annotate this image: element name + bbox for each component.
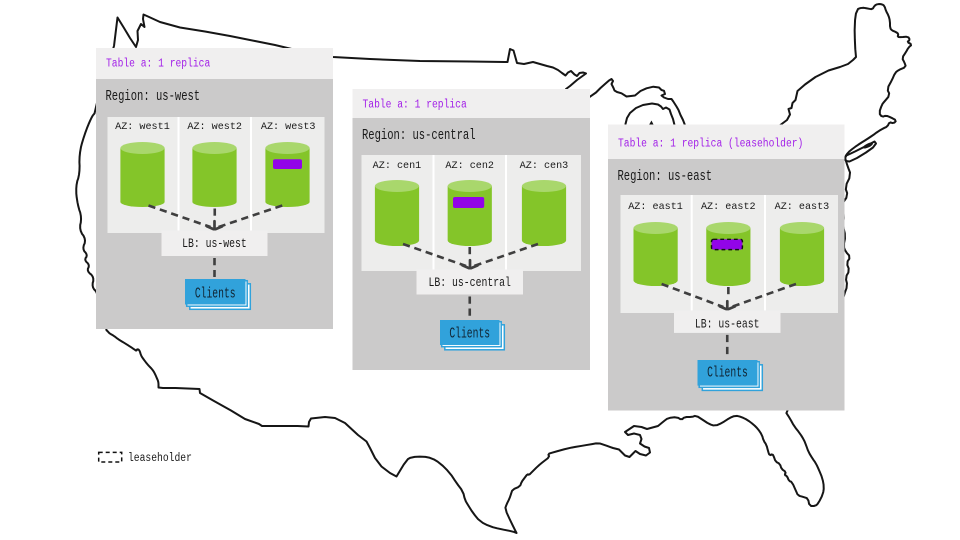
- svg-text:Region: us-east: Region: us-east: [618, 167, 713, 184]
- svg-text:Table a: 1 replica: Table a: 1 replica: [362, 99, 467, 112]
- svg-text:LB: us-central: LB: us-central: [429, 276, 511, 291]
- svg-text:AZ: west2: AZ: west2: [187, 121, 242, 133]
- svg-text:Clients: Clients: [195, 286, 236, 302]
- svg-text:Clients: Clients: [449, 326, 490, 342]
- svg-text:AZ: east1: AZ: east1: [628, 201, 683, 213]
- svg-text:Table a: 1 replica: Table a: 1 replica: [106, 58, 211, 71]
- svg-text:Region: us-west: Region: us-west: [105, 87, 200, 104]
- svg-text:AZ: cen3: AZ: cen3: [520, 160, 569, 172]
- svg-text:Clients: Clients: [707, 365, 748, 381]
- svg-text:LB: us-west: LB: us-west: [182, 237, 247, 252]
- svg-text:AZ: west1: AZ: west1: [115, 121, 170, 133]
- svg-text:AZ: cen2: AZ: cen2: [445, 160, 494, 172]
- svg-text:AZ: east2: AZ: east2: [701, 201, 756, 213]
- svg-text:Region: us-central: Region: us-central: [362, 126, 476, 143]
- svg-text:Table a: 1 replica (leaseholde: Table a: 1 replica (leaseholder): [618, 138, 803, 151]
- svg-text:LB: us-east: LB: us-east: [695, 317, 760, 332]
- svg-text:AZ: west3: AZ: west3: [261, 121, 316, 133]
- svg-text:AZ: east3: AZ: east3: [775, 201, 830, 213]
- svg-text:leaseholder: leaseholder: [128, 452, 192, 465]
- svg-text:AZ: cen1: AZ: cen1: [373, 160, 422, 172]
